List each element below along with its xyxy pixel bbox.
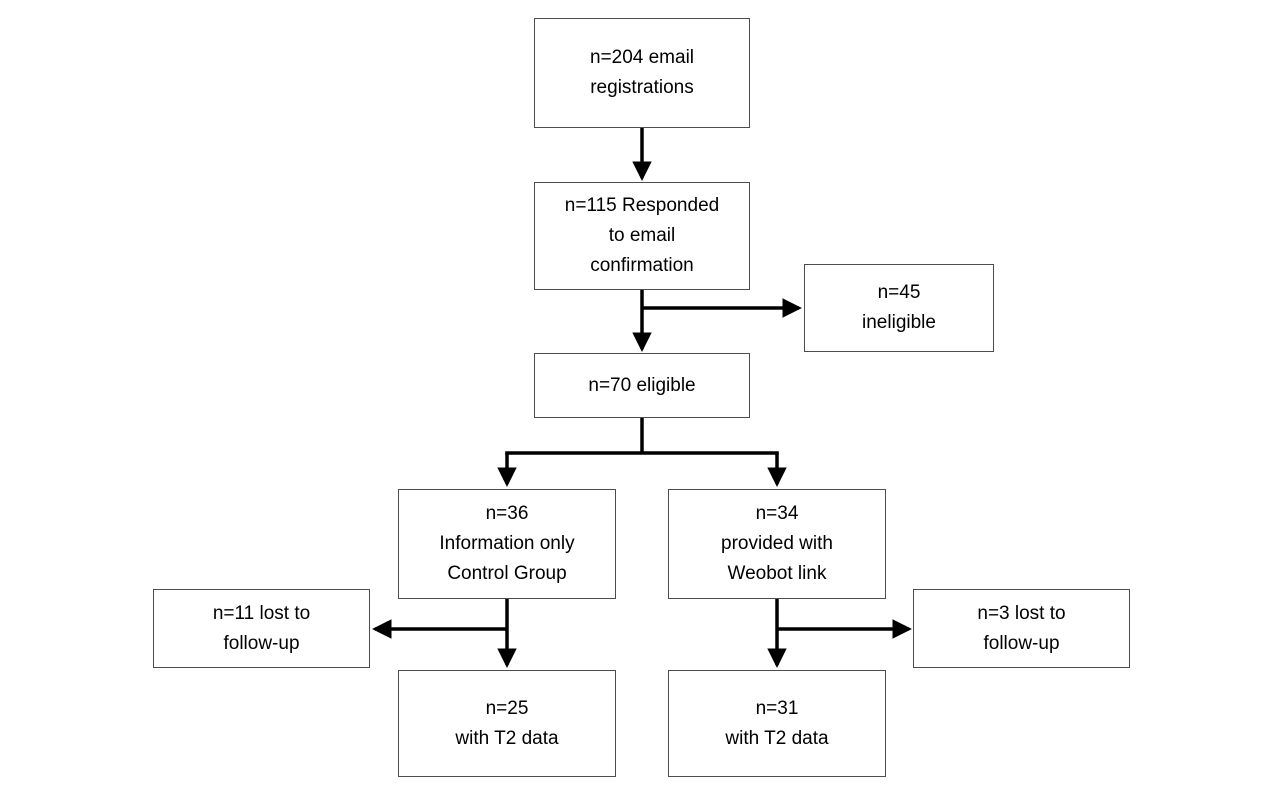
box-weobot-t2-data-label: n=31 with T2 data bbox=[725, 697, 829, 749]
box-control-group-label: n=36 Information only Control Group bbox=[439, 503, 575, 584]
box-eligible-label: n=70 eligible bbox=[588, 374, 696, 396]
box-email-registrations: n=204 email registrations bbox=[534, 18, 750, 128]
box-weobot-lost-to-follow-up: n=3 lost to follow-up bbox=[913, 589, 1130, 668]
box-control-t2-data: n=25 with T2 data bbox=[398, 670, 616, 777]
box-responded-confirmation: n=115 Responded to email confirmation bbox=[534, 182, 750, 290]
box-weobot-t2-data: n=31 with T2 data bbox=[668, 670, 886, 777]
box-weobot-group-label: n=34 provided with Weobot link bbox=[721, 503, 833, 584]
box-responded-confirmation-label: n=115 Responded to email confirmation bbox=[564, 195, 720, 276]
box-ineligible-label: n=45 ineligible bbox=[862, 282, 936, 333]
box-control-group: n=36 Information only Control Group bbox=[398, 489, 616, 599]
box-weobot-lost-to-follow-up-label: n=3 lost to follow-up bbox=[977, 602, 1066, 654]
box-ineligible: n=45 ineligible bbox=[804, 264, 994, 352]
box-weobot-group: n=34 provided with Weobot link bbox=[668, 489, 886, 599]
box-control-lost-to-follow-up: n=11 lost to follow-up bbox=[153, 589, 370, 668]
connector-eligible-split bbox=[505, 418, 779, 455]
box-control-t2-data-label: n=25 with T2 data bbox=[455, 697, 559, 749]
box-email-registrations-label: n=204 email registrations bbox=[589, 47, 695, 98]
box-eligible: n=70 eligible bbox=[534, 353, 750, 418]
box-control-lost-to-follow-up-label: n=11 lost to follow-up bbox=[212, 602, 311, 654]
